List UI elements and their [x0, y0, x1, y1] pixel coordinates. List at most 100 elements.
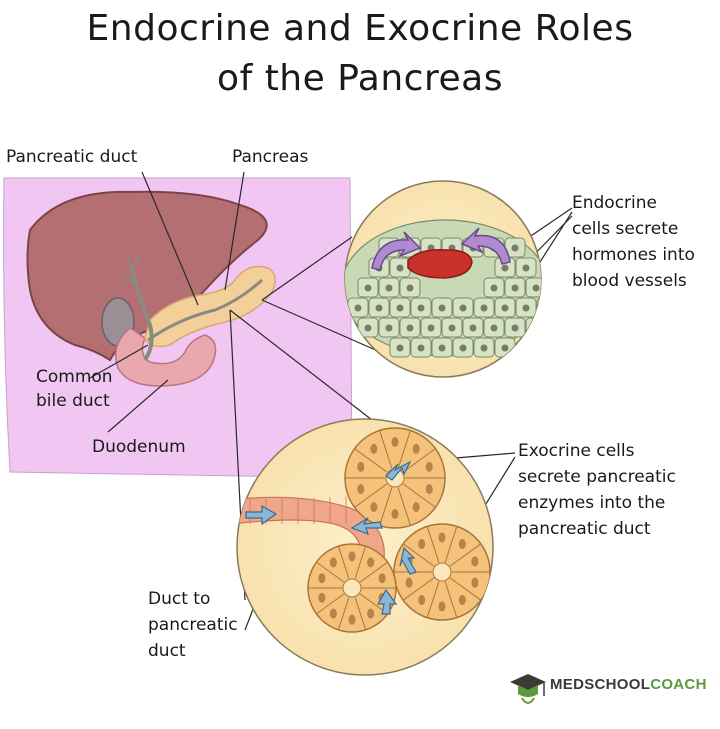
common-bile-duct	[130, 269, 154, 362]
acinar-nucleus	[367, 608, 375, 619]
acinar-cell-wall	[402, 577, 435, 601]
acinar-cell-wall	[449, 577, 482, 601]
enzyme-arrow-3	[245, 504, 278, 526]
acinar-nucleus	[370, 443, 378, 454]
cell-nucleus	[522, 304, 530, 312]
cell-nucleus	[459, 304, 467, 312]
label-pancreas: Pancreas	[232, 147, 309, 167]
cell-nucleus	[385, 324, 393, 332]
acinar-cell-wall	[354, 448, 388, 473]
enzyme-arrows	[245, 460, 417, 615]
acinar-cell-wall	[426, 581, 440, 618]
acinar-nucleus	[471, 556, 479, 567]
label-endocrine-1: Endocrine	[572, 193, 657, 213]
cell-nucleus	[490, 284, 498, 292]
cell-nucleus	[511, 244, 519, 252]
hormone-arrow-right	[460, 227, 511, 265]
cell-nucleus	[406, 324, 414, 332]
acinar-nucleus	[438, 601, 446, 612]
acinar-nucleus	[425, 461, 433, 472]
cell-nucleus	[427, 324, 435, 332]
cell-nucleus	[522, 264, 530, 272]
acinar-nucleus	[318, 592, 326, 603]
label-pancreatic-duct: Pancreatic duct	[6, 147, 138, 167]
label-exocrine-4: pancreatic duct	[518, 519, 651, 539]
cell-nucleus	[396, 344, 404, 352]
acinar-cell-wall	[379, 487, 393, 526]
acinar-cell-wall	[354, 483, 388, 508]
exocrine-acinar-cluster	[237, 427, 491, 633]
cell-nucleus	[406, 284, 414, 292]
pancreatic-duct-line	[147, 278, 264, 342]
cell-nucleus	[438, 304, 446, 312]
acinar-nucleus	[425, 484, 433, 495]
enzyme-arrow-5	[376, 588, 398, 615]
acinar-cell-wall	[337, 545, 350, 579]
cell-nucleus	[511, 324, 519, 332]
label-endocrine-4: blood vessels	[572, 271, 687, 291]
acinar-nucleus	[357, 461, 365, 472]
label-endocrine-2: cells secrete	[572, 219, 679, 239]
cell-nucleus	[396, 264, 404, 272]
cell-nucleus	[364, 284, 372, 292]
brand-name-part1: MEDSCHOOL	[550, 676, 651, 693]
acinar-nucleus	[438, 532, 446, 543]
cell-nucleus	[469, 324, 477, 332]
cell-nucleus	[501, 264, 509, 272]
label-exocrine-3: enzymes into the	[518, 493, 666, 513]
label-exocrine-1: Exocrine cells	[518, 441, 635, 461]
brand-name: MEDSCHOOLCOACH	[550, 676, 707, 693]
label-common-bile-duct-1: Common	[36, 367, 113, 387]
acinar-cell-wall	[449, 543, 482, 567]
acinar-cell-wall	[397, 430, 411, 469]
cell-nucleus	[448, 324, 456, 332]
acinar-nucleus	[348, 551, 356, 562]
cell-nucleus	[354, 304, 362, 312]
acinar-lumen	[342, 578, 362, 598]
acinar-cell-wall	[444, 581, 458, 618]
title-line-2: of the Pancreas	[217, 58, 503, 99]
cell-nucleus	[438, 344, 446, 352]
acinar-nucleus	[471, 577, 479, 588]
cell-nucleus	[511, 284, 519, 292]
acinar-nucleus	[458, 539, 466, 550]
cell-nucleus	[480, 344, 488, 352]
label-duct-to-3: duct	[148, 641, 186, 661]
acinar-cell-wall	[359, 561, 388, 583]
cell-nucleus	[396, 304, 404, 312]
acinar-cell-wall	[316, 561, 345, 583]
cell-nucleus	[501, 344, 509, 352]
acinar-nucleus	[412, 443, 420, 454]
label-duct-to-2: pancreatic	[148, 615, 238, 635]
enzyme-arrow-2	[350, 517, 383, 536]
acinar-cell-wall	[402, 543, 435, 567]
cell-nucleus	[375, 304, 383, 312]
acinar-cell-wall	[444, 526, 458, 563]
cell-nucleus	[417, 304, 425, 312]
acinar-nucleus	[329, 557, 337, 568]
enzyme-arrow-1	[385, 460, 412, 481]
acinar-nucleus	[418, 594, 426, 605]
cell-nucleus	[532, 284, 540, 292]
acinar-nucleus	[318, 573, 326, 584]
acinar-cell-wall	[426, 526, 440, 563]
acinar-nucleus	[405, 577, 413, 588]
acinar-cell-wall	[402, 448, 436, 473]
cell-nucleus	[385, 284, 393, 292]
acinar-nucleus	[391, 509, 399, 519]
duodenum	[115, 327, 217, 387]
cell-nucleus	[544, 305, 551, 312]
acinar-nucleus	[412, 502, 420, 513]
acinar-lumen	[432, 562, 452, 582]
cell-nucleus	[364, 324, 372, 332]
acinar-cell-wall	[402, 483, 436, 508]
title-line-1: Endocrine and Exocrine Roles	[86, 8, 634, 49]
label-endocrine-3: hormones into	[572, 245, 695, 265]
endocrine-cell-cluster	[345, 219, 551, 358]
brand-name-part2: COACH	[650, 676, 707, 693]
cell-nucleus	[501, 304, 509, 312]
cell-nucleus	[490, 324, 498, 332]
acinar-nucleus	[348, 614, 356, 625]
hormone-arrow-left	[371, 231, 422, 271]
label-common-bile-duct-2: bile duct	[36, 391, 110, 411]
